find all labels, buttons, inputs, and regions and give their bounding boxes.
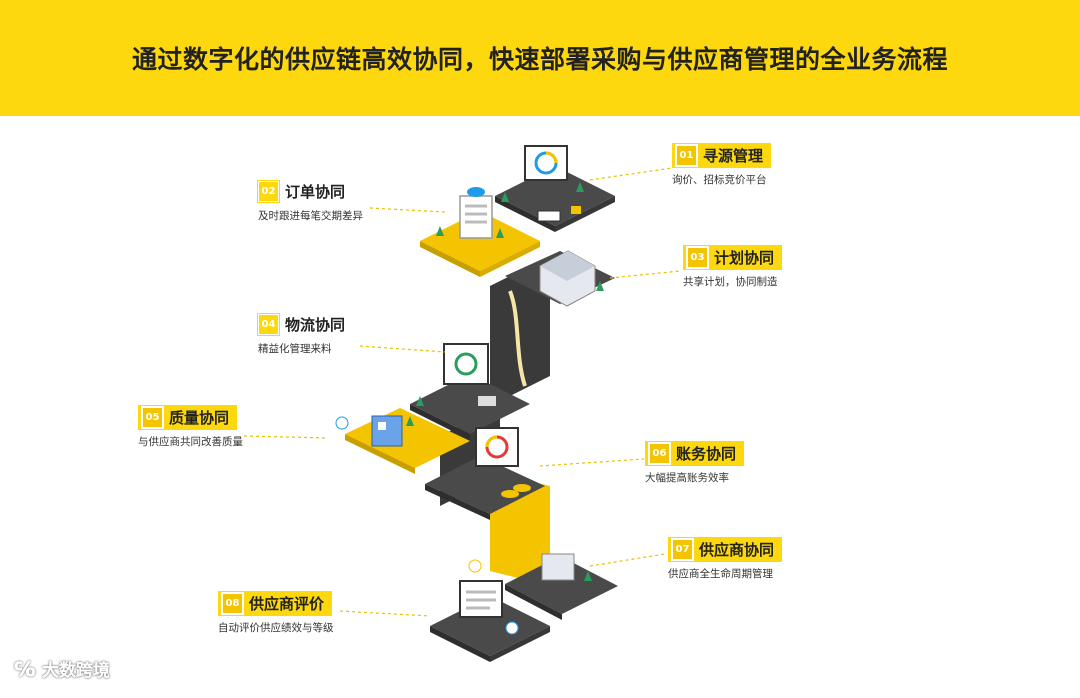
step-desc: 共享计划，协同制造 [683, 274, 782, 289]
step-desc: 及时跟进每笔交期差异 [258, 208, 363, 223]
brand-mark-icon: ℅ [14, 657, 36, 681]
watermark-logo: ℅ 大数跨境 [14, 656, 110, 681]
step-desc: 大幅提高账务效率 [645, 470, 744, 485]
step-desc: 自动评价供应绩效与等级 [218, 620, 334, 635]
platform-sourcing [495, 146, 615, 232]
step-desc: 供应商全生命周期管理 [668, 566, 782, 581]
step-desc: 与供应商共同改善质量 [138, 434, 243, 449]
step-desc: 精益化管理来料 [258, 341, 345, 356]
watermark-text: 大数跨境 [42, 656, 110, 681]
header-banner: 通过数字化的供应链高效协同，快速部署采购与供应商管理的全业务流程 [0, 0, 1080, 116]
step-desc: 询价、招标竞价平台 [672, 172, 771, 187]
page-title: 通过数字化的供应链高效协同，快速部署采购与供应商管理的全业务流程 [0, 40, 1080, 76]
